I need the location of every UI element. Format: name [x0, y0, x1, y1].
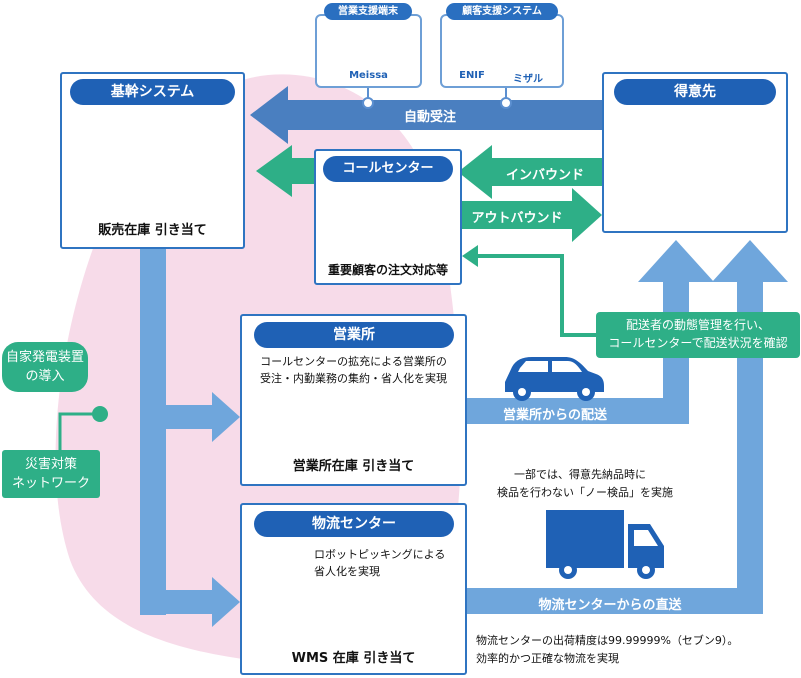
- delivery-note-line1: 配送者の動態管理を行い、: [625, 318, 770, 332]
- outbound-label: アウトバウンド: [471, 211, 563, 226]
- patent-badge-line2: 取得済: [273, 563, 303, 574]
- logistics-center-title: 物流センター: [254, 511, 454, 537]
- customer-system-box: [440, 14, 564, 88]
- auto-order-arrow: [250, 86, 603, 144]
- inspection-note-line2: 検品を行わない「ノー検品」を実施: [497, 486, 673, 499]
- logistics-desc-line2: 省人化を実現: [314, 565, 380, 578]
- sales-office-desc-line1: コールセンターの拡充による営業所の: [260, 355, 447, 368]
- mizar-label: ミザル: [513, 74, 543, 85]
- enif-label: ENIF: [459, 70, 485, 81]
- inbound-label: インバウンド: [505, 168, 584, 183]
- sales-office-delivery-label: 営業所からの配送: [502, 408, 607, 423]
- meissa-label: Meissa: [349, 70, 388, 81]
- inbound-arrow: [458, 145, 603, 199]
- auto-order-label: 自動受注: [403, 110, 456, 125]
- connector-node-meissa: [362, 97, 374, 109]
- sales-office-desc-line2: 受注・内勤業務の集約・省人化を実現: [260, 372, 447, 385]
- core-system-title: 基幹システム: [70, 79, 235, 105]
- accuracy-note-line2: 効率的かつ正確な物流を実現: [476, 652, 619, 665]
- logistics-desc-line1: ロボットピッキングによる: [314, 548, 446, 561]
- accuracy-note-line1: 物流センターの出荷精度は99.99999%（セブン9）。: [476, 634, 739, 647]
- delivery-note-line2: コールセンターで配送状況を確認: [608, 336, 788, 350]
- sales-terminal-box: [315, 14, 422, 88]
- disaster-network-line2: ネットワーク: [11, 476, 90, 491]
- outbound-arrow: [462, 188, 602, 242]
- core-distribution-arrow: [140, 245, 240, 627]
- power-generator-line1: 自家発電装置: [5, 350, 84, 365]
- sales-office-caption: 営業所在庫 引き当て: [292, 459, 415, 474]
- callcenter-to-core-arrow: [256, 145, 318, 197]
- delivery-status-line: [476, 254, 600, 337]
- logistics-delivery-arrow: [465, 240, 788, 614]
- customer-title: 得意先: [614, 79, 776, 105]
- patent-badge-line1: 特許: [278, 549, 298, 560]
- power-generator-line2: の導入: [25, 369, 65, 384]
- callcenter-title: コールセンター: [323, 156, 453, 182]
- disaster-network-line1: 災害対策: [24, 457, 77, 472]
- side-connector-line: [58, 412, 98, 450]
- disaster-network-box: [2, 450, 100, 498]
- side-connector-node: [92, 406, 108, 422]
- core-system-caption: 販売在庫 引き当て: [98, 223, 207, 238]
- sales-office-title: 営業所: [254, 322, 454, 348]
- logistics-delivery-label: 物流センターからの直送: [538, 598, 682, 613]
- inspection-note-line1: 一部では、得意先納品時に: [514, 468, 646, 481]
- callcenter-caption: 重要顧客の注文対応等: [327, 263, 448, 277]
- power-generator-box: [2, 342, 88, 392]
- delivery-status-arrowhead: [462, 245, 478, 267]
- customer-system-title: 顧客支援システム: [446, 3, 558, 20]
- delivery-management-note: [596, 312, 800, 358]
- logistics-caption: WMS 在庫 引き当て: [291, 651, 416, 666]
- connector-node-customer-system: [500, 97, 512, 109]
- sales-terminal-title: 営業支援端末: [324, 3, 412, 20]
